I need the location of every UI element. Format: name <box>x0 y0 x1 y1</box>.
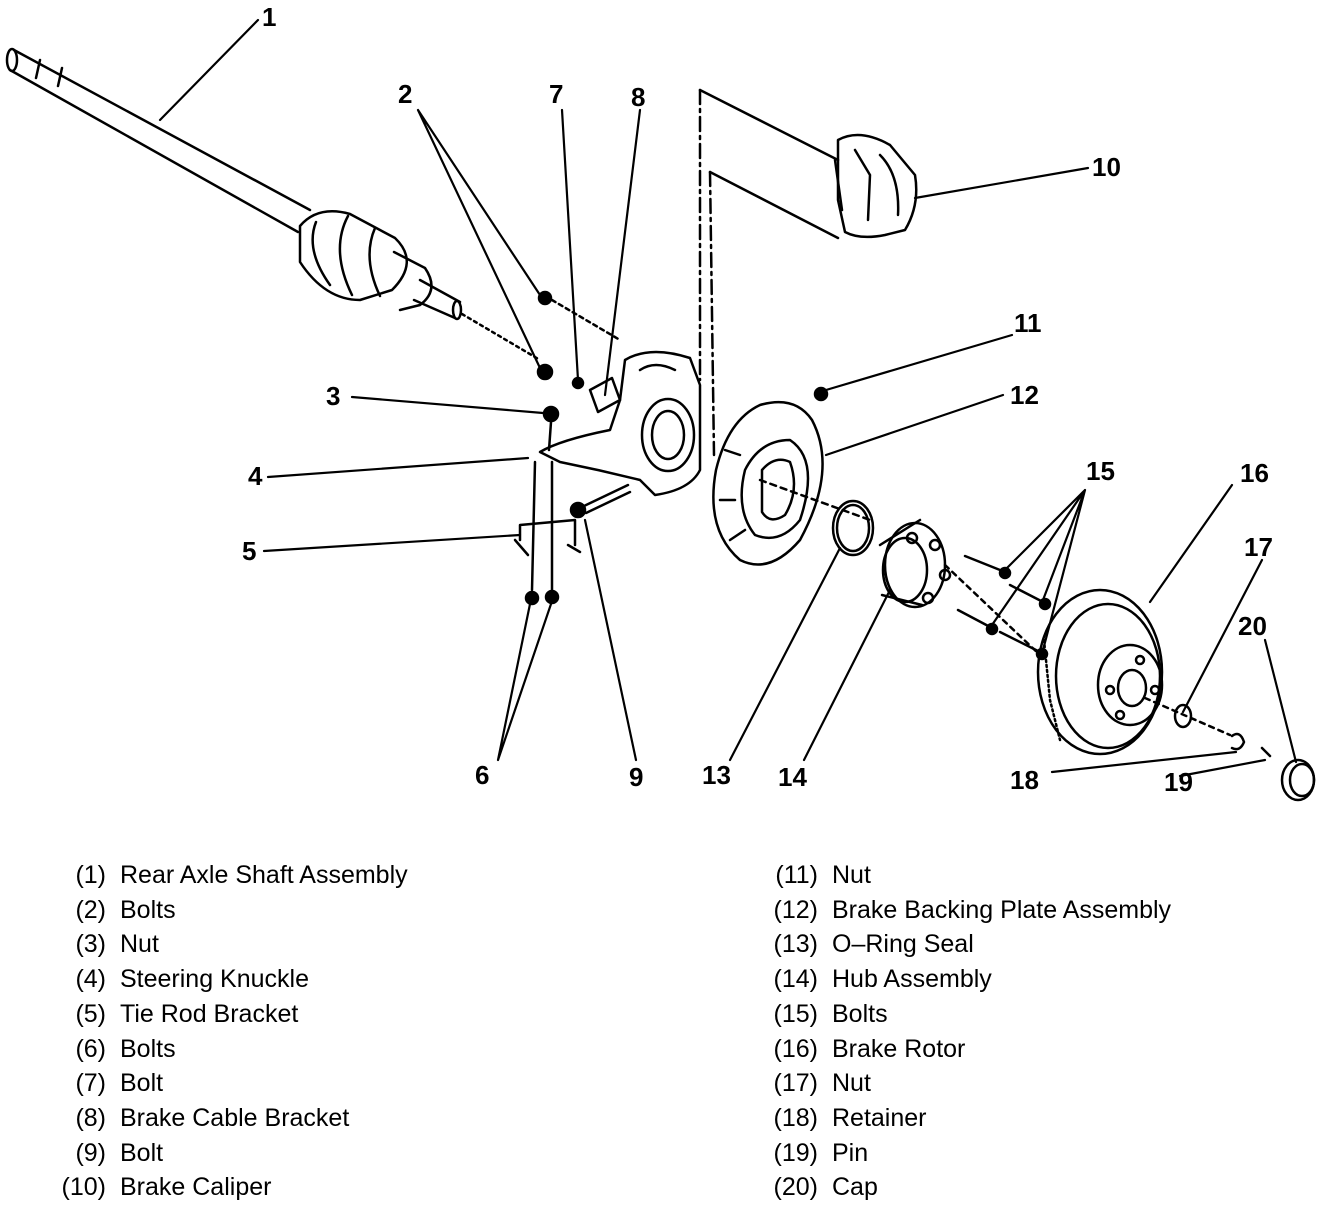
legend-item: (4) Steering Knuckle <box>30 962 408 997</box>
callout-5: 5 <box>242 536 256 566</box>
callout-3: 3 <box>326 381 340 411</box>
legend-number: (19) <box>773 1138 818 1167</box>
legend-number: (5) <box>75 999 106 1028</box>
callout-9: 9 <box>629 762 643 792</box>
legend-label: Pin <box>832 1138 869 1167</box>
legend-number: (6) <box>75 1034 106 1063</box>
callout-8: 8 <box>631 82 645 112</box>
legend-label: Nut <box>832 861 871 889</box>
legend-label: Bolt <box>120 1069 164 1098</box>
legend-number: (20) <box>773 1173 818 1202</box>
legend-number: (11) <box>775 861 818 889</box>
callout-numbers: 1 2 7 8 10 11 3 12 4 15 16 5 17 20 6 9 1… <box>242 2 1273 797</box>
callout-11: 11 <box>1014 308 1042 338</box>
legend-label: Cap <box>832 1173 878 1202</box>
legend-item: (8) Brake Cable Bracket <box>30 1101 408 1136</box>
callout-12: 12 <box>1010 380 1039 410</box>
legend-left-column: (1) Rear Axle Shaft Assembly (2) Bolts (3)… <box>30 858 408 1205</box>
callout-14: 14 <box>778 762 807 792</box>
legend-label: Bolts <box>120 1034 176 1063</box>
bolt-9-drawing <box>569 483 632 519</box>
callout-15: 15 <box>1086 456 1115 486</box>
callout-7: 7 <box>549 79 563 109</box>
legend-label: Brake Rotor <box>832 1034 966 1063</box>
callout-20: 20 <box>1238 611 1267 641</box>
hub-assembly-drawing <box>878 518 1042 657</box>
legend-number: (10) <box>61 1173 106 1202</box>
legend-number: (14) <box>773 965 818 994</box>
legend-item: (5) Tie Rod Bracket <box>30 997 408 1032</box>
steering-knuckle-drawing <box>538 350 702 497</box>
legend-number: (15) <box>773 999 818 1028</box>
legend-number: (7) <box>75 1069 106 1098</box>
legend-label: Nut <box>832 1069 871 1098</box>
legend-item: (19) Pin <box>760 1136 1171 1171</box>
o-ring-seal-drawing <box>831 499 875 557</box>
legend-item: (7) Bolt <box>30 1066 408 1101</box>
legend-label: Tie Rod Bracket <box>120 999 299 1028</box>
legend-number: (4) <box>75 965 106 994</box>
legend-item: (13) O–Ring Seal <box>760 927 1171 962</box>
legend-number: (17) <box>773 1069 818 1098</box>
brake-rotor-drawing <box>1036 588 1232 756</box>
legend-label: Rear Axle Shaft Assembly <box>120 861 408 889</box>
legend-number: (2) <box>75 895 106 924</box>
axle-shaft-drawing <box>5 47 542 362</box>
legend-item: (1) Rear Axle Shaft Assembly <box>30 858 408 893</box>
hub-end-parts-drawing <box>1173 703 1316 802</box>
legend-number: (1) <box>75 861 106 889</box>
legend-number: (12) <box>773 895 818 924</box>
legend-item: (2) Bolts <box>30 893 408 928</box>
legend-label: Bolts <box>120 895 176 924</box>
legend-label: Steering Knuckle <box>120 965 310 994</box>
legend-label: Brake Backing Plate Assembly <box>832 895 1172 924</box>
legend-right-column: (11) Nut (12) Brake Backing Plate Assembly… <box>760 858 1172 1205</box>
exploded-view-diagram: 1 2 7 8 10 11 3 12 4 15 16 5 17 20 6 9 1… <box>5 2 1316 802</box>
backing-plate-drawing <box>712 400 872 566</box>
callout-10: 10 <box>1092 152 1121 182</box>
legend-item: (15) Bolts <box>760 997 1171 1032</box>
legend-number: (16) <box>773 1034 818 1063</box>
legend-item: (16) Brake Rotor <box>760 1032 1171 1067</box>
legend-item: (11) Nut <box>760 858 1171 893</box>
legend-item: (20) Cap <box>760 1170 1171 1205</box>
legend-item: (9) Bolt <box>30 1136 408 1171</box>
legend-label: Hub Assembly <box>832 965 992 994</box>
legend-label: Nut <box>120 930 159 959</box>
legend-item: (18) Retainer <box>760 1101 1171 1136</box>
legend-number: (18) <box>773 1103 818 1132</box>
legend-item: (6) Bolts <box>30 1032 408 1067</box>
legend-number: (8) <box>75 1103 106 1132</box>
callout-17: 17 <box>1244 532 1273 562</box>
small-fasteners-drawing <box>536 290 829 452</box>
callout-6: 6 <box>475 760 489 790</box>
legend-item: (3) Nut <box>30 927 408 962</box>
legend-number: (13) <box>773 930 818 959</box>
legend-label: Brake Caliper <box>120 1173 272 1202</box>
legend-label: Bolts <box>832 999 888 1028</box>
brake-caliper-drawing <box>698 88 918 457</box>
legend-item: (17) Nut <box>760 1066 1171 1101</box>
callout-13: 13 <box>702 760 731 790</box>
legend-number: (9) <box>75 1138 106 1167</box>
legend-label: O–Ring Seal <box>832 930 974 959</box>
legend-item: (10) Brake Caliper <box>30 1170 408 1205</box>
leader-lines <box>158 18 1298 778</box>
callout-1: 1 <box>262 2 276 32</box>
legend-number: (3) <box>75 930 106 959</box>
tie-rod-bracket-drawing <box>513 460 582 606</box>
legend-item: (14) Hub Assembly <box>760 962 1171 997</box>
callout-19: 19 <box>1164 767 1193 797</box>
legend-label: Bolt <box>120 1138 164 1167</box>
legend-label: Brake Cable Bracket <box>120 1103 350 1132</box>
callout-2: 2 <box>398 79 412 109</box>
callout-18: 18 <box>1010 765 1039 795</box>
legend-item: (12) Brake Backing Plate Assembly <box>760 893 1172 928</box>
legend-label: Retainer <box>832 1103 927 1132</box>
callout-4: 4 <box>248 461 263 491</box>
callout-16: 16 <box>1240 458 1269 488</box>
